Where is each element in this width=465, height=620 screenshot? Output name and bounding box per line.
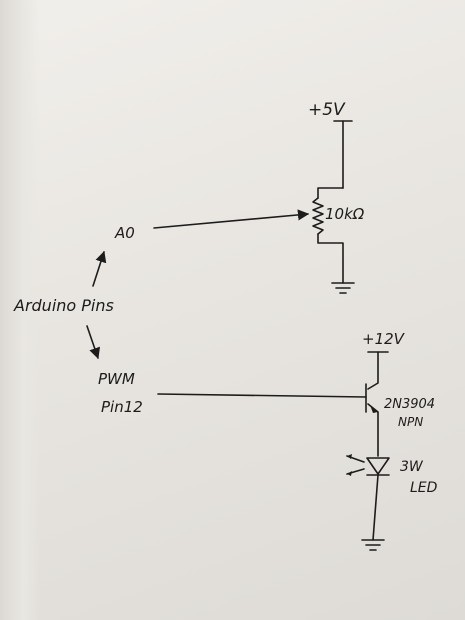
potentiometer-zigzag <box>312 197 324 235</box>
pwm-label: PWM <box>98 370 135 388</box>
led-diode-triangle <box>366 457 390 475</box>
pin-a0-label: A0 <box>114 224 135 242</box>
wire-led-to-ground <box>372 474 379 541</box>
pot-bottom-lead <box>317 233 344 284</box>
paper-edge-shadow <box>0 0 40 620</box>
transistor-part-label: 2N3904 <box>384 397 435 412</box>
ground-symbol-bottom <box>361 539 385 551</box>
emitter-arrow <box>370 405 378 413</box>
led-power-label: 3W <box>400 459 424 475</box>
arrow-to-pwm <box>86 325 101 360</box>
led-light-rays <box>346 455 365 475</box>
arduino-pins-label: Arduino Pins <box>13 296 114 315</box>
transistor-type-label: NPN <box>398 415 423 429</box>
led-ray-arrowheads <box>347 454 352 476</box>
supply-5v-label: +5V <box>308 100 346 120</box>
collector-wire <box>367 351 379 390</box>
supply-12v-label: +12V <box>362 330 406 348</box>
pot-top-lead <box>317 187 344 199</box>
base-wire-pwm <box>157 393 367 398</box>
wiper-wire-a0 <box>153 209 310 229</box>
ground-symbol-top <box>331 282 355 294</box>
arrow-to-a0 <box>92 250 107 287</box>
resistor-value-label: 10kΩ <box>325 205 365 223</box>
led-label: LED <box>410 480 438 496</box>
pin12-label: Pin12 <box>101 398 143 416</box>
